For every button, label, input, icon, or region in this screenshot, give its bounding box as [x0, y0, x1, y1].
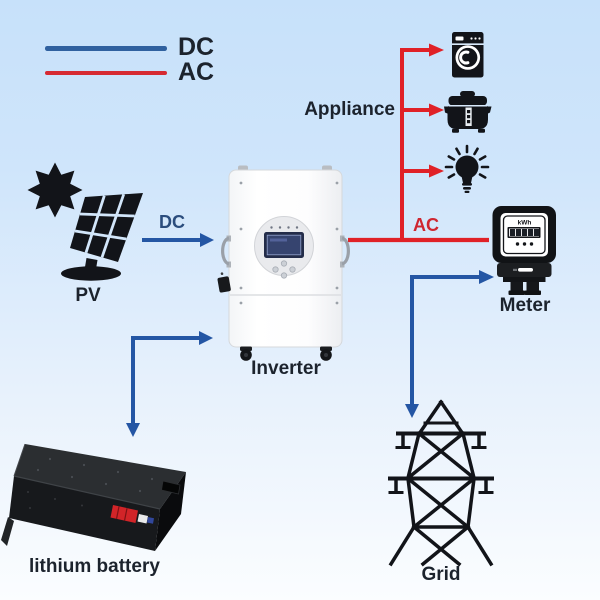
washing-machine-icon	[452, 32, 484, 78]
inverter-screws	[239, 181, 339, 305]
battery-inverter-connector	[126, 331, 213, 437]
inverter-label: Inverter	[251, 358, 321, 379]
meter-display-label: kWh	[518, 220, 532, 227]
legend-dc-line	[45, 46, 167, 51]
meter-icon: kWh	[492, 206, 556, 295]
sun-icon	[27, 162, 83, 218]
inverter-handle-right	[340, 235, 350, 268]
legend-dc-label: DC	[178, 33, 215, 61]
grid-label: Grid	[421, 564, 461, 585]
inverter-casters	[240, 346, 332, 361]
inverter-dc-switch	[217, 272, 231, 293]
battery-terminals	[110, 505, 154, 524]
dc-arrow	[142, 233, 214, 247]
battery-label: lithium battery	[29, 556, 160, 577]
meter-label: Meter	[499, 295, 551, 316]
dc-flow-label: DC	[159, 212, 185, 232]
solar-panel-icon	[61, 193, 143, 281]
ac-flow-label: AC	[413, 215, 439, 235]
legend-ac-line	[45, 70, 167, 76]
pv-icon	[27, 162, 143, 281]
pv-label: PV	[75, 285, 101, 306]
light-bulb-icon	[444, 144, 490, 193]
inverter-buttons	[272, 260, 296, 279]
rice-cooker-icon	[444, 91, 492, 133]
inverter-icon	[217, 165, 350, 361]
appliance-label: Appliance	[304, 99, 395, 120]
appliance-bus	[400, 43, 444, 242]
lithium-battery-icon	[1, 443, 186, 551]
legend-ac-label: AC	[178, 58, 215, 86]
inverter-handle-left	[221, 235, 231, 268]
grid-tower-icon	[388, 399, 494, 567]
meter-grid-connector	[405, 270, 494, 418]
